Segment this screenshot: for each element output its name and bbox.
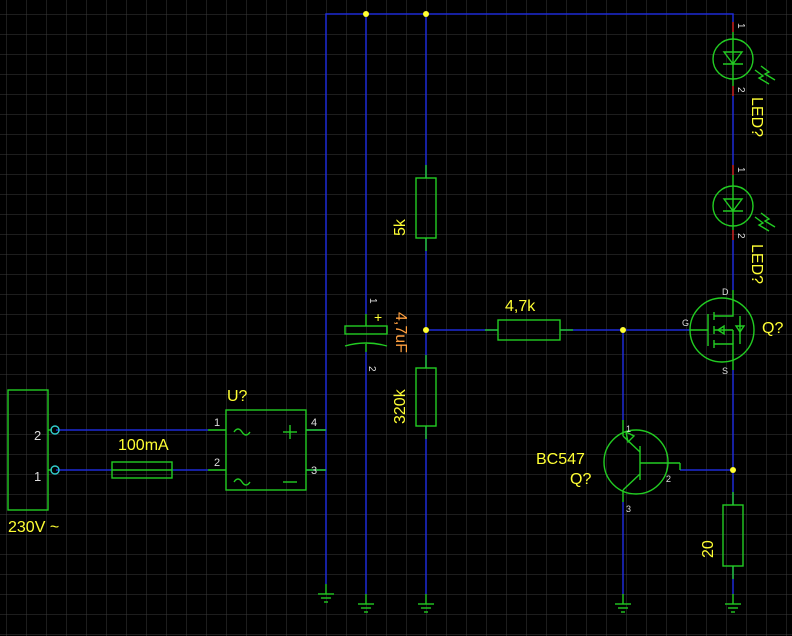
bjt-ref: Q? bbox=[570, 471, 591, 488]
resistor-5k[interactable]: 5k bbox=[392, 165, 437, 251]
bridge-pin2: 2 bbox=[214, 457, 220, 469]
resistor-20-value: 20 bbox=[700, 540, 717, 558]
capacitor-pin1: 1 bbox=[367, 298, 378, 304]
mosfet-drain-pin: D bbox=[722, 287, 729, 297]
bridge-pin4: 4 bbox=[311, 417, 317, 429]
capacitor[interactable]: + 1 2 4,7uF bbox=[344, 298, 409, 372]
bridge-pin3: 3 bbox=[311, 465, 317, 477]
led-top-pin2: 2 bbox=[735, 87, 746, 93]
bridge-rectifier[interactable]: U? 1 2 4 3 bbox=[208, 388, 326, 491]
resistor-320k[interactable]: 320k bbox=[392, 355, 437, 439]
resistor-20[interactable]: 20 bbox=[700, 492, 744, 579]
junctions bbox=[363, 11, 736, 473]
capacitor-value: 4,7uF bbox=[392, 312, 409, 353]
led-top-ref: LED? bbox=[748, 97, 765, 137]
led-top[interactable]: 1 2 LED? bbox=[712, 22, 776, 137]
bridge-ref: U? bbox=[227, 388, 248, 405]
led-bottom-ref: LED? bbox=[748, 244, 765, 284]
led-top-pin1: 1 bbox=[735, 23, 746, 29]
resistor-5k-value: 5k bbox=[392, 218, 409, 236]
bjt-bc547[interactable]: 1 2 3 BC547 Q? bbox=[536, 420, 681, 514]
fuse[interactable]: 100mA bbox=[111, 437, 173, 479]
bridge-pin1: 1 bbox=[214, 417, 220, 429]
connector-label: 230V ~ bbox=[8, 519, 59, 536]
ground-icon bbox=[615, 594, 631, 613]
bjt-pin2: 2 bbox=[666, 474, 671, 484]
resistor-4k7[interactable]: 4,7k bbox=[485, 298, 573, 341]
mosfet-ref: Q? bbox=[762, 320, 783, 337]
ground-symbols bbox=[318, 584, 741, 613]
bjt-pin3: 3 bbox=[626, 504, 631, 514]
ground-icon bbox=[318, 584, 334, 603]
resistor-320k-value: 320k bbox=[392, 388, 409, 424]
resistor-4k7-value: 4,7k bbox=[505, 298, 536, 315]
led-bottom[interactable]: 1 2 LED? bbox=[712, 165, 776, 284]
ground-icon bbox=[358, 594, 374, 613]
connector-pin2-label: 2 bbox=[34, 428, 41, 443]
mains-connector[interactable]: 2 1 230V ~ bbox=[7, 389, 60, 536]
connector-pin1-label: 1 bbox=[34, 469, 41, 484]
mosfet-source-pin: S bbox=[722, 366, 728, 376]
ground-icon bbox=[418, 594, 434, 613]
mosfet[interactable]: G D S Q? bbox=[682, 287, 783, 376]
bjt-pin1: 1 bbox=[626, 424, 631, 434]
capacitor-plus: + bbox=[374, 309, 382, 325]
mosfet-gate-pin: G bbox=[682, 318, 689, 328]
fuse-value: 100mA bbox=[118, 437, 169, 454]
led-bottom-pin1: 1 bbox=[735, 167, 746, 173]
capacitor-pin2: 2 bbox=[366, 366, 377, 372]
ground-icon bbox=[725, 594, 741, 613]
bjt-part: BC547 bbox=[536, 451, 585, 468]
led-bottom-pin2: 2 bbox=[735, 233, 746, 239]
